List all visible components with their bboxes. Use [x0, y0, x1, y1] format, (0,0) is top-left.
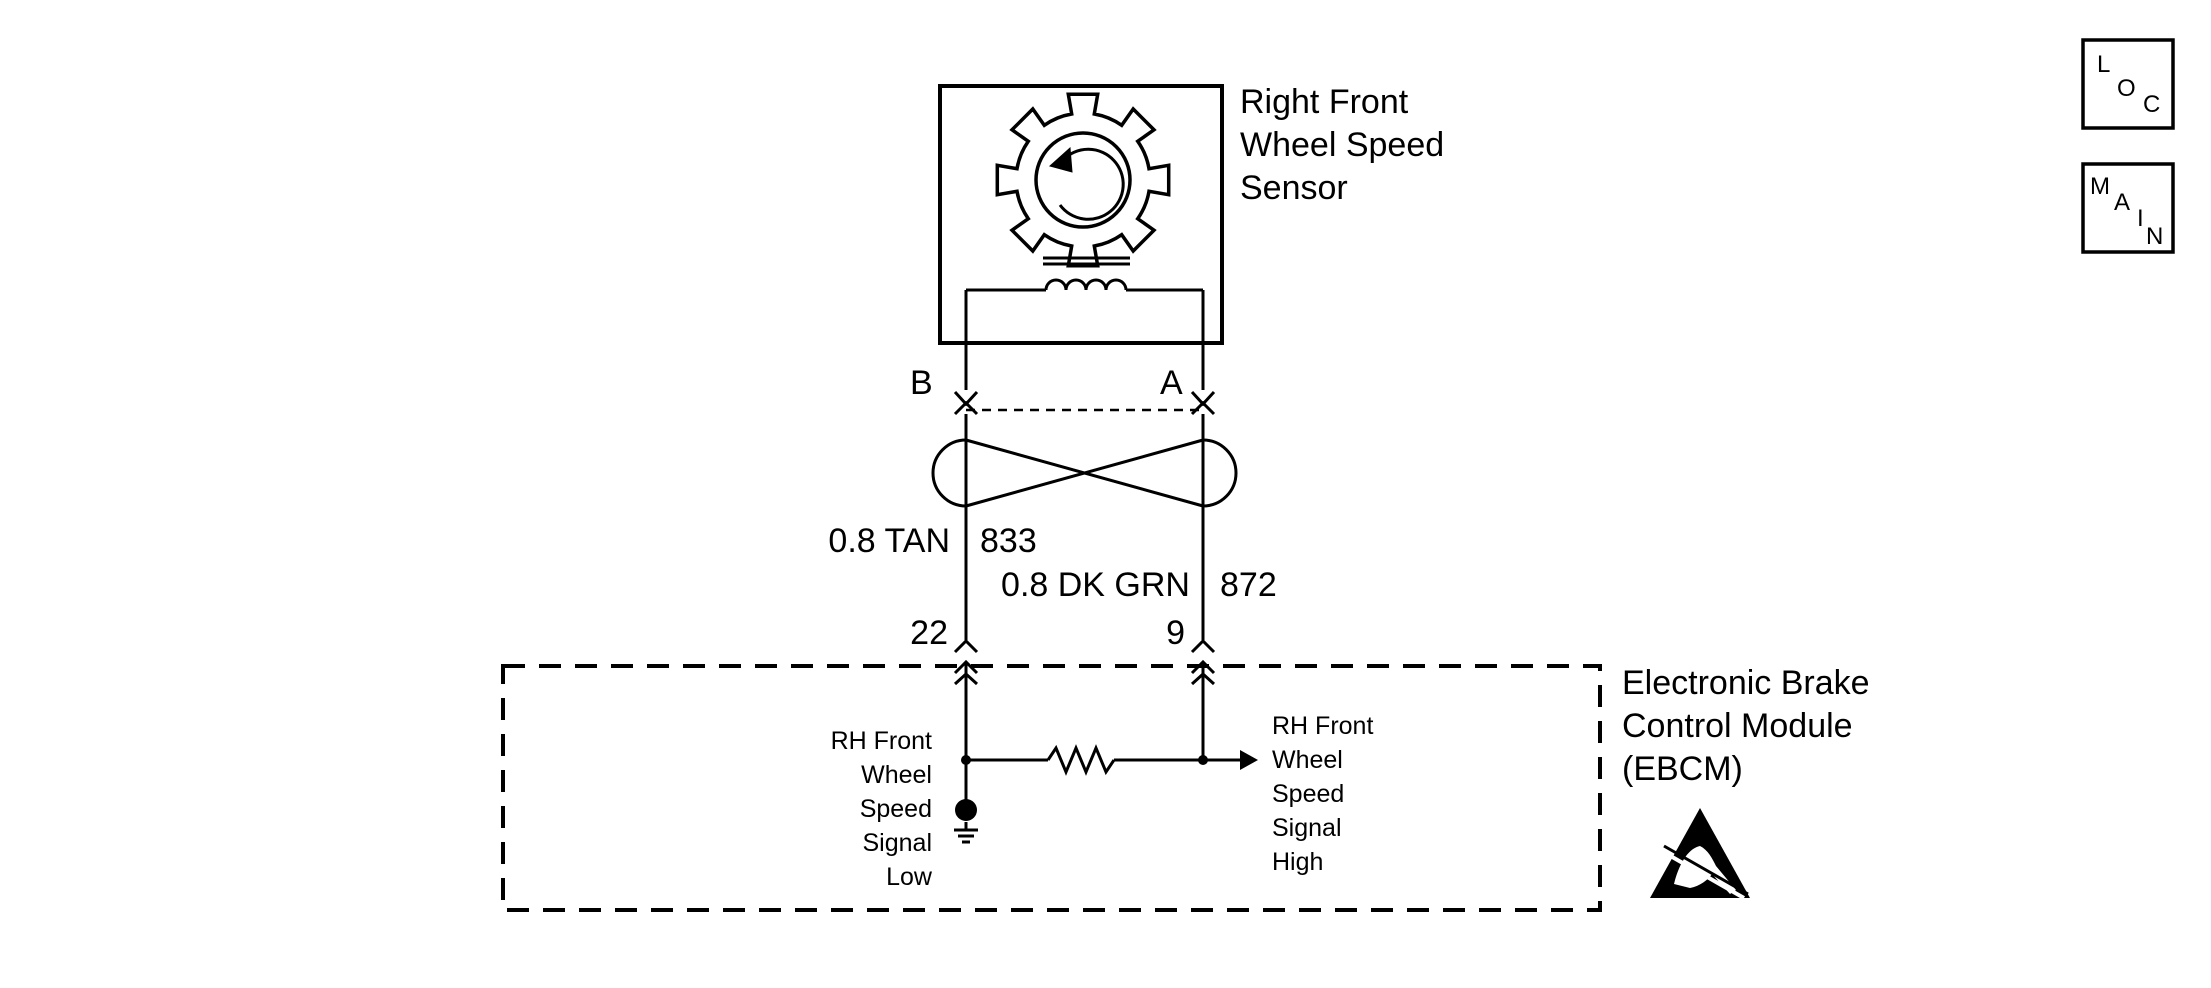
ebcm-module: RH Front Wheel Speed Signal Low RH Front… — [501, 662, 1870, 912]
esd-warning-icon — [1650, 808, 1750, 900]
loc-letter-o: O — [2117, 75, 2136, 102]
sensor-connector: B A — [910, 364, 1216, 416]
sensor-box — [938, 84, 1224, 345]
sensor-title-line-3: Sensor — [1240, 169, 1348, 207]
signal-low-line-1: RH Front — [831, 727, 932, 755]
right-junction-dot — [1198, 755, 1208, 765]
ebcm-title-line-2: Control Module — [1622, 707, 1853, 745]
loc-letter-l: L — [2097, 51, 2110, 78]
signal-low-line-2: Wheel — [861, 761, 932, 789]
main-letter-n: N — [2146, 223, 2163, 250]
pin-9-arrow-icon — [1190, 671, 1216, 686]
loc-letter-c: C — [2143, 91, 2160, 118]
terminal-a-label: A — [1160, 364, 1183, 402]
left-wire-circuit: 833 — [980, 522, 1037, 560]
pin-22-label: 22 — [910, 614, 948, 652]
terminal-b-label: B — [910, 364, 933, 402]
left-junction-dot — [961, 755, 971, 765]
signal-low-line-3: Speed — [860, 795, 932, 823]
wheel-speed-sensor: Right Front Wheel Speed Sensor — [938, 83, 1444, 390]
twisted-pair-icon — [931, 414, 1238, 640]
left-wire-size-color: 0.8 TAN — [828, 522, 950, 560]
signal-high-line-1: RH Front — [1272, 712, 1373, 740]
main-button[interactable]: M A I N — [2081, 162, 2175, 254]
main-letter-a: A — [2114, 189, 2130, 216]
tone-wheel-icon — [995, 92, 1171, 268]
main-letter-m: M — [2090, 173, 2110, 200]
ebcm-internal-circuit — [954, 662, 1240, 844]
signal-low-line-5: Low — [886, 863, 933, 891]
ground-junction-dot — [955, 799, 977, 821]
signal-high-line-5: High — [1272, 848, 1323, 876]
loc-button[interactable]: L O C — [2081, 38, 2175, 130]
signal-high-line-2: Wheel — [1272, 746, 1343, 774]
ebcm-dashed-box — [501, 664, 1602, 912]
wire-labels: 0.8 TAN 833 0.8 DK GRN 872 22 9 — [828, 522, 1276, 652]
right-wire-circuit: 872 — [1220, 566, 1277, 604]
signal-high-arrow-icon — [1240, 750, 1258, 770]
sensor-title-line-2: Wheel Speed — [1240, 126, 1444, 164]
pickup-coil-icon — [964, 256, 1205, 390]
right-wire-size-color: 0.8 DK GRN — [1001, 566, 1190, 604]
signal-high-line-3: Speed — [1272, 780, 1344, 808]
pin-9-label: 9 — [1166, 614, 1185, 652]
main-letter-i: I — [2137, 205, 2144, 232]
ebcm-title-line-1: Electronic Brake — [1622, 664, 1870, 702]
signal-high-line-4: Signal — [1272, 814, 1342, 842]
sensor-title-line-1: Right Front — [1240, 83, 1409, 121]
signal-low-line-4: Signal — [863, 829, 933, 857]
ebcm-title-line-3: (EBCM) — [1622, 750, 1743, 788]
pin-22-arrow-icon — [953, 671, 979, 686]
